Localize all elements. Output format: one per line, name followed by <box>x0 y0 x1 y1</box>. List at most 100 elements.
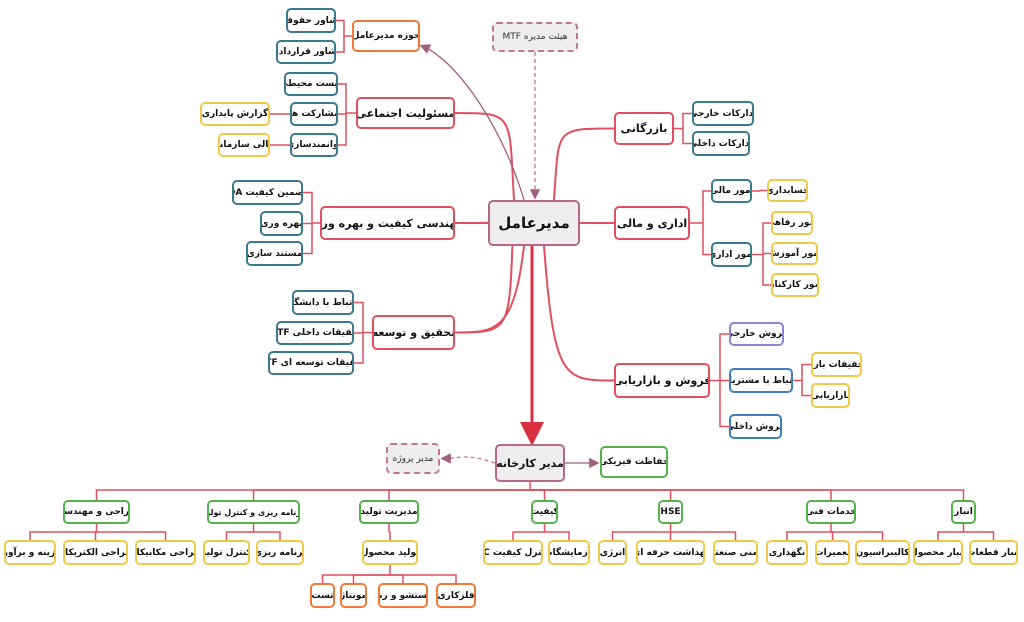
connector <box>530 489 832 500</box>
connector <box>831 531 884 540</box>
node-label: بازاریابی <box>811 390 850 401</box>
node-prod-control: کنترل تولید <box>203 540 250 565</box>
node-label: فروش خارجی <box>731 329 783 339</box>
connector <box>352 574 390 583</box>
connector <box>29 531 97 540</box>
node-safety: ایمنی صنعتی <box>713 540 758 565</box>
node-ext-proc: تدارکات خارجی <box>692 101 754 126</box>
node-label: طراحی و مهندسی <box>64 507 130 517</box>
node-prod-store: انبار محصول <box>913 540 963 565</box>
connector <box>390 574 404 583</box>
node-prod-mgmt: مدیریت تولید <box>359 500 419 524</box>
node-label: فلزکاری <box>437 590 475 601</box>
node-tech: خدمات فنی <box>806 500 856 524</box>
connector <box>762 252 771 255</box>
connector <box>303 191 313 223</box>
node-quality: کیفیت <box>531 500 558 524</box>
node-uni: ارتباط با دانشگاه <box>292 290 354 315</box>
node-label: مدیر کارخانه <box>496 456 564 470</box>
connector <box>702 190 711 223</box>
node-label: امور اداری <box>713 249 752 260</box>
node-planning: برنامه ریزی <box>256 540 304 565</box>
connector <box>354 332 364 334</box>
node-label: بهداشت حرفه ای <box>638 547 705 558</box>
connector <box>512 531 545 540</box>
node-label: امور آموزش <box>773 248 816 259</box>
connector <box>94 531 97 540</box>
node-internal-research: تحقیقات داخلی MTF <box>276 321 354 345</box>
connector <box>937 531 964 540</box>
node-label: هیئت مدیره MTF <box>502 32 568 42</box>
node-welfare: امور رفاهی <box>771 211 813 235</box>
node-label: برنامه ریزی و کنترل تولید <box>207 507 300 517</box>
node-env: زیست محیطی <box>284 72 338 96</box>
node-label: بازرگانی <box>620 122 668 135</box>
node-label: حوزه مدیرعامل <box>352 31 420 41</box>
node-label: مشاور حقوقی <box>287 15 334 26</box>
node-label: کالیبراسیون <box>855 547 910 558</box>
node-label: کیفیت <box>531 507 558 517</box>
node-repair: تعمیرات <box>815 540 850 565</box>
connector <box>390 574 457 583</box>
connector <box>252 489 530 500</box>
connector <box>336 19 345 36</box>
node-crm: ارتباط با مشتریان <box>729 368 793 393</box>
node-label: تعمیرات <box>815 547 850 558</box>
connector <box>963 531 995 540</box>
node-label: تحقیقات داخلی MTF <box>277 328 352 338</box>
node-ppc: برنامه ریزی و کنترل تولید <box>207 500 300 524</box>
node-label: تضمین کیفیت QA <box>234 187 303 198</box>
node-productivity: بهره وری <box>260 211 303 236</box>
node-label: طراحی مکانیکال <box>136 547 194 558</box>
connector <box>801 363 811 381</box>
node-label: مستند سازی <box>246 248 303 259</box>
node-qa: تضمین کیفیت QA <box>232 180 303 205</box>
connector <box>831 531 834 540</box>
connector <box>611 531 671 540</box>
node-training: امور آموزش <box>771 242 818 265</box>
connector <box>354 301 364 333</box>
node-commerce: بازرگانی <box>614 112 674 145</box>
connector <box>338 113 347 146</box>
node-label: تدارکات خارجی <box>692 108 754 119</box>
connector <box>321 574 390 583</box>
link-arrow <box>419 44 525 201</box>
branch-curve <box>553 127 615 201</box>
node-label: تحقیق و توسعه <box>372 326 455 339</box>
connector <box>544 531 570 540</box>
connector <box>719 333 729 381</box>
node-label: گزارش پایداری <box>201 109 269 119</box>
node-lab: آزمایشگاه <box>548 540 590 565</box>
node-design: طراحی و مهندسی <box>63 500 130 524</box>
branch-curve <box>543 245 615 382</box>
node-label: تدارکات داخلی <box>694 138 750 149</box>
node-admin-fin: اداری و مالی <box>614 206 690 240</box>
node-parts-store: انبار قطعات <box>969 540 1018 565</box>
node-csr: مسئولیت اجتماعی <box>356 97 455 129</box>
node-label: کنترل تولید <box>203 547 250 558</box>
node-assembly: مونتاژ <box>340 583 367 608</box>
node-ceo: مدیرعامل <box>488 200 580 246</box>
node-label: حفاظت فیزیکی <box>600 457 668 467</box>
connector <box>530 489 672 500</box>
node-plant: مدیر کارخانه <box>495 444 565 482</box>
connector <box>719 380 729 428</box>
node-test: تست <box>310 583 335 608</box>
connector <box>336 36 345 53</box>
node-elec: طراحی الکتریکال <box>63 540 128 565</box>
node-rnd: تحقیق و توسعه <box>372 315 455 350</box>
node-label: امور مالی <box>711 186 752 196</box>
node-excellence: تعالی سازمانی <box>218 133 270 157</box>
connector <box>388 489 530 500</box>
node-sustain: گزارش پایداری <box>200 102 270 126</box>
connector <box>786 531 831 540</box>
node-qc: کنترل کیفیت QC <box>483 540 543 565</box>
node-label: مدیریت تولید <box>360 507 418 517</box>
node-label: اداری و مالی <box>616 216 688 230</box>
connector <box>530 489 546 500</box>
node-label: توانمندسازی <box>292 140 336 150</box>
node-label: مونتاژ <box>340 590 367 601</box>
node-qe: مهندسی کیفیت و بهره وری <box>320 206 455 240</box>
connector <box>338 83 347 113</box>
